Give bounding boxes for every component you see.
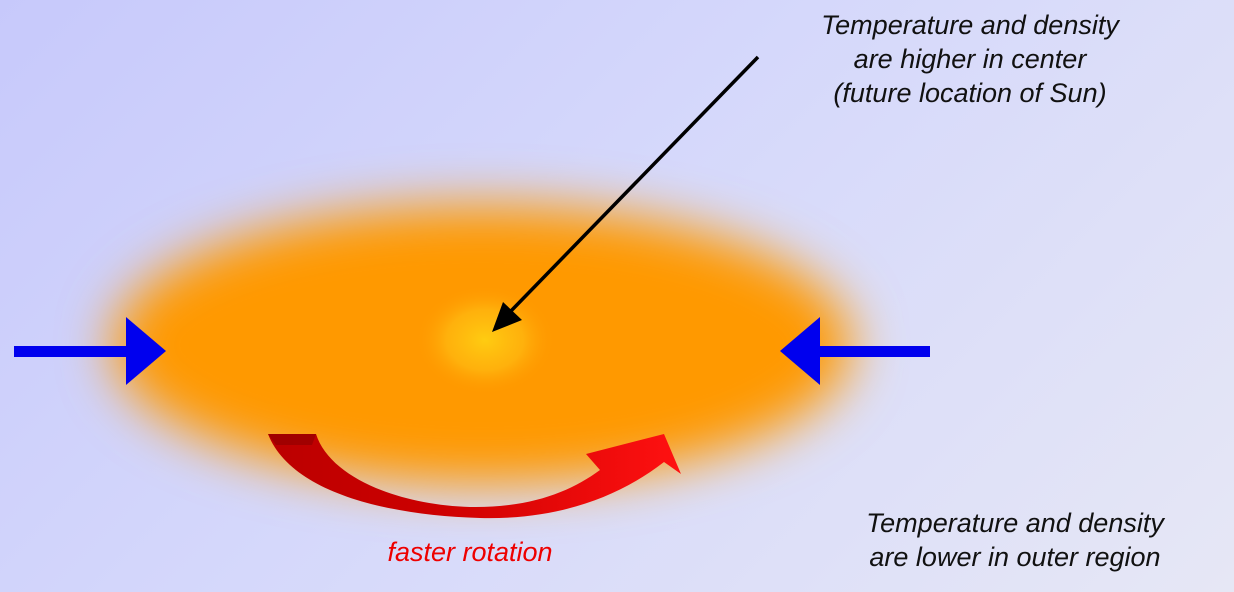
rotation-label: faster rotation <box>387 537 553 567</box>
rotation-arrow <box>268 434 681 519</box>
left-compression-arrow <box>14 317 166 385</box>
right-compression-arrow <box>780 317 930 385</box>
outer-caption-line-1: Temperature and density <box>866 508 1164 538</box>
center-caption: Temperature and density are higher in ce… <box>720 8 1220 110</box>
outer-caption-line-2: are lower in outer region <box>869 542 1161 572</box>
pointer-arrow-to-center <box>492 55 760 332</box>
center-caption-line-2: are higher in center <box>853 44 1087 74</box>
center-caption-line-3: (future location of Sun) <box>833 78 1107 108</box>
outer-region-caption: Temperature and density are lower in out… <box>770 506 1234 574</box>
hot-dense-core <box>415 285 555 395</box>
center-caption-line-1: Temperature and density <box>821 10 1119 40</box>
